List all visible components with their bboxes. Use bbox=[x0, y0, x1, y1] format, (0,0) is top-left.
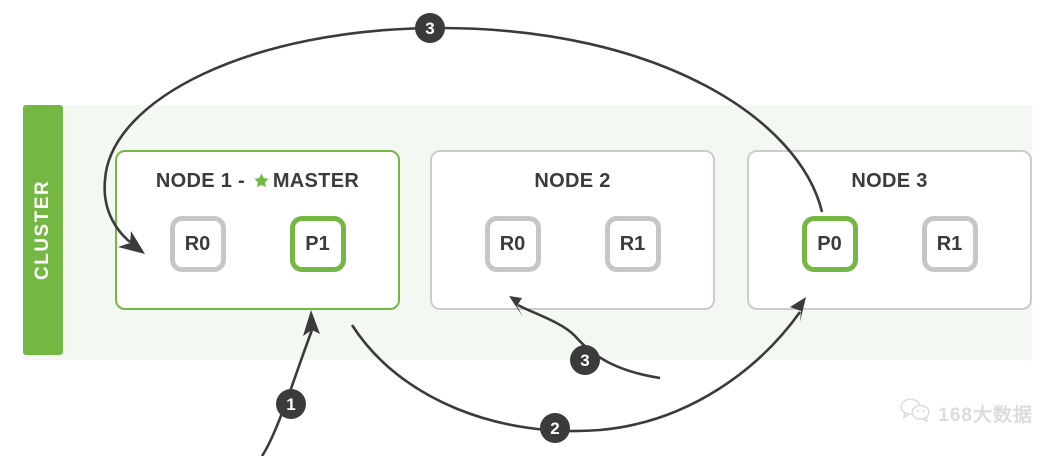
step-badge-3-node1: 3 bbox=[415, 13, 445, 43]
flow-arrow-3-node2 bbox=[509, 296, 661, 380]
node2-title: NODE 2 bbox=[534, 170, 611, 192]
cluster-sidebar-bar bbox=[23, 105, 63, 355]
step-badge-3-node2: 3 bbox=[570, 345, 600, 375]
watermark-text: 168大数据 bbox=[938, 404, 1033, 426]
node1-title-prefix: NODE 1 - bbox=[155, 170, 251, 192]
node-box-node3[interactable]: NODE 3 P0 R1 bbox=[747, 150, 1032, 310]
step-badge-2-label: 2 bbox=[550, 419, 559, 438]
shard-node3-r1[interactable]: R1 bbox=[921, 216, 978, 272]
flow-arrow-2 bbox=[350, 297, 806, 433]
node3-title: NODE 3 bbox=[851, 170, 928, 192]
wechat-icon bbox=[900, 398, 930, 428]
flow-arrow-1 bbox=[260, 310, 320, 456]
node1-title-suffix: MASTER bbox=[272, 170, 360, 192]
node-box-node2[interactable]: NODE 2 R0 R1 bbox=[430, 150, 715, 310]
step-badge-1-label: 1 bbox=[286, 395, 295, 414]
shard-node1-r0[interactable]: R0 bbox=[169, 216, 226, 272]
flow-arrow-3-node1 bbox=[103, 26, 824, 254]
watermark: 168大数据 bbox=[900, 398, 1033, 428]
shard-node2-r0[interactable]: R0 bbox=[484, 216, 541, 272]
step-badge-3-node2-label: 3 bbox=[580, 351, 589, 370]
shard-node3-p0[interactable]: P0 bbox=[801, 216, 858, 272]
node1-shards: R0 P1 bbox=[117, 216, 398, 272]
shard-node1-p1[interactable]: P1 bbox=[289, 216, 346, 272]
node1-title: NODE 1 - MASTER bbox=[117, 170, 398, 195]
step-badge-3-node1-label: 3 bbox=[425, 19, 434, 38]
node3-shards: P0 R1 bbox=[749, 216, 1030, 272]
step-badge-2: 2 bbox=[540, 413, 570, 443]
node-box-node1[interactable]: NODE 1 - MASTER R0 P1 bbox=[115, 150, 400, 310]
star-icon bbox=[253, 172, 270, 195]
shard-node2-r1[interactable]: R1 bbox=[604, 216, 661, 272]
node2-shards: R0 R1 bbox=[432, 216, 713, 272]
step-badge-1: 1 bbox=[276, 389, 306, 419]
